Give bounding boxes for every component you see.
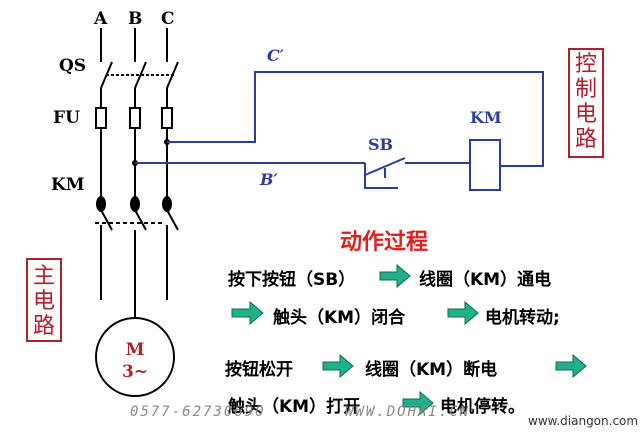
step-coil-deenergized: 线圈（KM）断电 xyxy=(365,360,498,380)
qs-label: QS xyxy=(59,56,87,76)
phase-a-label: A xyxy=(94,9,108,29)
km-label: KM xyxy=(51,175,85,195)
main-circuit-box: 主 电 路 xyxy=(26,258,62,342)
step-coil-energized: 线圈（KM）通电 xyxy=(419,270,552,290)
sb-label: SB xyxy=(368,135,394,154)
step-contact-open: 触头（KM）打开 xyxy=(228,397,361,417)
step-contact-close: 触头（KM）闭合 xyxy=(273,308,406,328)
watermark-phone: 0577-62730690 xyxy=(130,404,266,420)
motor-circle xyxy=(95,317,175,397)
motor-3-label: 3~ xyxy=(121,362,149,382)
fu-label: FU xyxy=(53,108,80,128)
control-circuit-wires xyxy=(135,71,544,191)
step-motor-run: 电机转动; xyxy=(485,308,560,328)
main-circuit-wires xyxy=(95,28,179,318)
c-prime-label: C′ xyxy=(267,46,284,65)
step-press-button: 按下按钮（SB） xyxy=(228,270,356,290)
control-circuit-box: 控 制 电 路 xyxy=(568,48,604,158)
step-release-button: 按钮松开 xyxy=(225,360,293,380)
phase-b-label: B xyxy=(128,9,143,29)
km-main-contacts xyxy=(96,139,172,212)
watermark-site: WWW.DOHAI.CN xyxy=(345,404,471,420)
watermark-url: www.diangon.com xyxy=(528,414,639,428)
step-motor-stop: 电机停转。 xyxy=(440,397,525,417)
phase-c-label: C xyxy=(161,9,175,29)
process-title: 动作过程 xyxy=(340,230,429,255)
motor-m-label: M xyxy=(125,340,145,360)
km-coil-label: KM xyxy=(470,108,502,127)
b-prime-label: B′ xyxy=(260,170,278,189)
process-arrows xyxy=(231,263,587,416)
